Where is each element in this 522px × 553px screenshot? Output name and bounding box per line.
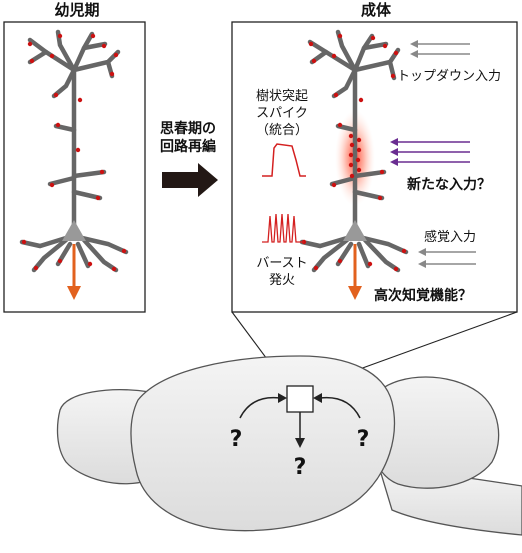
olfactory-bulb	[56, 389, 151, 485]
higher-function-label: 高次知覚機能？	[374, 287, 472, 304]
juvenile-title: 幼児期	[54, 1, 99, 19]
new-input-label: 新たな入力？	[407, 176, 491, 193]
juvenile-soma	[62, 220, 86, 241]
adult-axon-arrow	[348, 244, 362, 300]
burst-label-line2: 発火	[269, 273, 295, 288]
dendritic-spike-trace	[262, 143, 306, 177]
right-curved-arrowhead	[313, 393, 322, 403]
output-arrowhead	[295, 438, 305, 448]
juvenile-axon-arrow	[67, 244, 81, 300]
brain-illustration: ? ? ?	[56, 355, 522, 536]
burst-firing-trace	[262, 213, 304, 243]
question-bottom: ?	[294, 455, 307, 480]
top-down-arrows	[410, 40, 470, 58]
recording-site-box	[286, 385, 314, 413]
transition-label: 思春期の 回路再編	[160, 120, 216, 155]
sensory-input-label: 感覚入力	[424, 229, 476, 245]
adult-soma	[343, 220, 367, 241]
question-left: ?	[230, 427, 243, 452]
adult-title: 成体	[361, 1, 392, 19]
transition-label-line1: 思春期の	[160, 120, 216, 137]
new-input-arrows	[390, 138, 470, 166]
transition-arrow	[162, 163, 218, 197]
left-curved-arrowhead	[278, 393, 287, 403]
top-down-input-label: トップダウン入力	[397, 69, 501, 84]
input-arrows-to-box	[239, 396, 361, 419]
dendritic-spike-label-line2: スパイク	[256, 106, 308, 121]
adult-synapses	[301, 33, 407, 272]
sensory-input-arrows	[418, 248, 476, 268]
burst-label-line1: バースト	[256, 256, 307, 271]
question-right: ?	[357, 427, 370, 452]
transition-label-line2: 回路再編	[160, 138, 216, 155]
cerebral-cortex	[130, 355, 396, 532]
adult-panel: 樹状突起 スパイク （統合） バースト 発火 トップダウン入力 新たな入力？ 感…	[231, 21, 518, 313]
juvenile-panel	[3, 21, 146, 313]
dendritic-spike-label-line1: 樹状突起	[256, 88, 308, 104]
juvenile-synapses	[21, 33, 127, 272]
dendritic-spike-label-line3: （統合）	[256, 123, 308, 138]
